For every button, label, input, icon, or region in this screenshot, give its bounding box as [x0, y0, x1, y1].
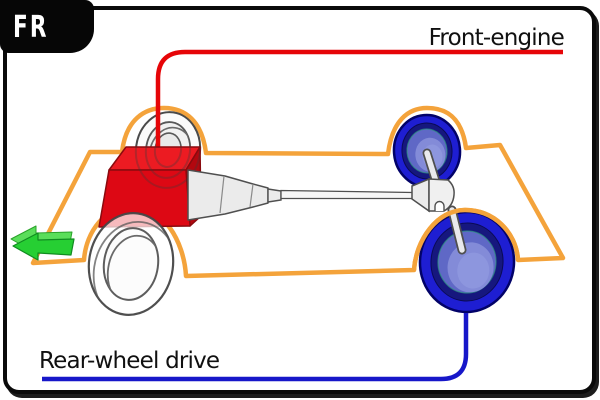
- rear-wheel-drive-line: [42, 313, 469, 382]
- fr-badge-label: FR: [13, 10, 49, 45]
- driveshaft: [187, 169, 414, 221]
- rear-wheel-drive-label: Rear-wheel drive: [39, 348, 220, 374]
- fr-badge: FR: [0, 0, 94, 53]
- engine-ghost-arcs: [134, 147, 201, 189]
- rear-arch-overlay: [411, 207, 521, 271]
- engine: [98, 146, 202, 228]
- differential: [411, 148, 455, 213]
- axle-stub-near-fill: [449, 207, 465, 253]
- diagram-card: [3, 6, 596, 394]
- rear-wheel-near: [418, 210, 516, 314]
- direction-arrow-icon: [10, 225, 75, 261]
- front-wheel-near: [87, 212, 179, 321]
- front-engine-label: Front-engine: [428, 25, 565, 51]
- front-engine-line: [155, 49, 563, 149]
